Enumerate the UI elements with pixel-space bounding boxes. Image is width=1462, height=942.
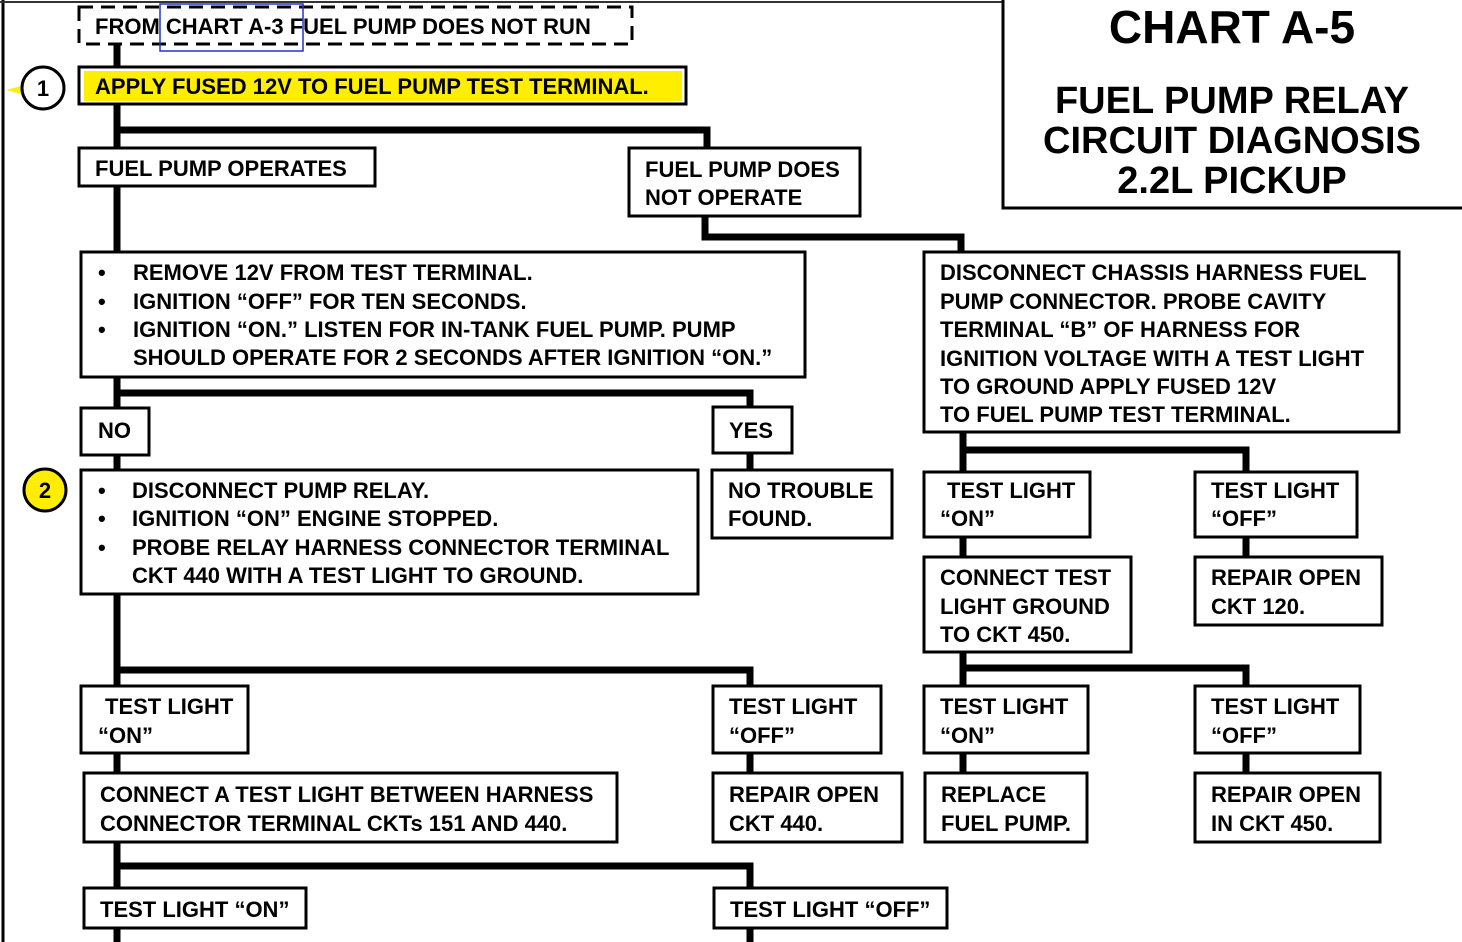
from-chart-a3-node: FROM CHART A-3 FUEL PUMP DOES NOT RUN — [77, 3, 634, 52]
step-2-node: • DISCONNECT PUMP RELAY. • IGNITION “ON”… — [79, 468, 700, 596]
node-text: “ON” — [98, 723, 153, 748]
node-text: NO TROUBLE — [728, 478, 873, 503]
step-1-highlight — [84, 71, 682, 101]
bullet: • — [98, 317, 106, 342]
repair-open-ckt-440-node: REPAIR OPEN CKT 440. — [711, 771, 904, 844]
node-text: FUEL PUMP. — [941, 811, 1071, 836]
node-text: TO FUEL PUMP TEST TERMINAL. — [940, 402, 1291, 427]
node-text: TERMINAL “B” OF HARNESS FOR — [940, 317, 1300, 342]
node-text: YES — [729, 418, 773, 443]
fuel-pump-operates-node: FUEL PUMP OPERATES — [77, 146, 377, 188]
bullet: • — [98, 506, 106, 531]
node-text: REPAIR OPEN — [729, 782, 879, 807]
node-text: SHOULD OPERATE FOR 2 SECONDS AFTER IGNIT… — [133, 345, 772, 370]
replace-fuel-pump-node: REPLACE FUEL PUMP. — [923, 771, 1089, 844]
test-light-on-node-r1: TEST LIGHT “ON” — [922, 470, 1092, 539]
node-text: TEST LIGHT — [1211, 478, 1340, 503]
bottom-test-light-on-node: TEST LIGHT “ON” — [82, 886, 308, 930]
no-node: NO — [79, 406, 151, 457]
repair-open-ckt-120-node: REPAIR OPEN CKT 120. — [1193, 555, 1384, 627]
node-text: CKT 120. — [1211, 594, 1305, 619]
node-text: IGNITION “ON.” LISTEN FOR IN-TANK FUEL P… — [133, 317, 736, 342]
node-text: TO GROUND APPLY FUSED 12V — [940, 374, 1277, 399]
node-text: “OFF” — [1211, 723, 1277, 748]
bullet: • — [98, 289, 106, 314]
ignition-check-node: • REMOVE 12V FROM TEST TERMINAL. • IGNIT… — [79, 250, 807, 379]
test-light-off-node-r1: TEST LIGHT “OFF” — [1193, 470, 1359, 539]
step-1-label: APPLY FUSED 12V TO FUEL PUMP TEST TERMIN… — [95, 74, 649, 99]
node-text: FOUND. — [728, 506, 812, 531]
bullet: • — [98, 260, 106, 285]
node-text: TEST LIGHT “ON” — [100, 897, 289, 922]
node-text: TEST LIGHT “OFF” — [730, 897, 930, 922]
title-line-1: FUEL PUMP RELAY — [1055, 80, 1409, 122]
node-text: “ON” — [940, 723, 995, 748]
node-text: “OFF” — [1211, 506, 1277, 531]
node-text: CONNECT A TEST LIGHT BETWEEN HARNESS — [100, 782, 593, 807]
repair-open-ckt-450-node: REPAIR OPEN IN CKT 450. — [1193, 771, 1382, 844]
step-1-marker: 1 — [6, 65, 66, 111]
no-trouble-found-node: NO TROUBLE FOUND. — [710, 468, 894, 540]
node-text: TEST LIGHT — [1211, 694, 1340, 719]
chart-id: CHART A-5 — [1109, 1, 1355, 53]
node-text: 2 — [39, 478, 51, 503]
node-text: FUEL PUMP OPERATES — [95, 156, 347, 181]
node-text: REPAIR OPEN — [1211, 565, 1361, 590]
connect-test-light-ground-node: CONNECT TEST LIGHT GROUND TO CKT 450. — [922, 555, 1133, 654]
title-block: CHART A-5 FUEL PUMP RELAY CIRCUIT DIAGNO… — [1001, 0, 1462, 210]
node-text: REPAIR OPEN — [1211, 782, 1361, 807]
node-text: CONNECTOR TERMINAL CKTs 151 AND 440. — [100, 811, 567, 836]
yes-node: YES — [711, 405, 794, 455]
title-line-3: 2.2L PICKUP — [1117, 160, 1346, 202]
node-text: NOT OPERATE — [645, 185, 802, 210]
node-text: TEST LIGHT — [940, 694, 1069, 719]
node-text: CKT 440. — [729, 811, 823, 836]
node-text: CKT 440 WITH A TEST LIGHT TO GROUND. — [132, 563, 583, 588]
selection-box — [159, 3, 304, 52]
node-text: PROBE RELAY HARNESS CONNECTOR TERMINAL — [132, 535, 669, 560]
from-chart-a3-label: FROM CHART A-3 FUEL PUMP DOES NOT RUN — [95, 14, 591, 39]
test-light-off-node-l: TEST LIGHT “OFF” — [711, 684, 883, 755]
node-text: DISCONNECT CHASSIS HARNESS FUEL — [940, 260, 1367, 285]
node-text: TEST LIGHT — [105, 694, 234, 719]
node-text: CONNECT TEST — [940, 565, 1112, 590]
node-text: TO CKT 450. — [940, 622, 1070, 647]
connector-lines — [113, 40, 1250, 942]
step-1-node: APPLY FUSED 12V TO FUEL PUMP TEST TERMIN… — [77, 65, 688, 106]
node-text: “ON” — [940, 506, 995, 531]
node-text: 1 — [37, 76, 49, 101]
step-2-marker: 2 — [22, 467, 68, 513]
bottom-test-light-off-node: TEST LIGHT “OFF” — [712, 886, 949, 930]
node-text: IGNITION “OFF” FOR TEN SECONDS. — [133, 289, 527, 314]
node-text: IN CKT 450. — [1211, 811, 1333, 836]
fuel-pump-not-operate-node: FUEL PUMP DOES NOT OPERATE — [627, 146, 862, 218]
node-text: REPLACE — [941, 782, 1046, 807]
node-text: LIGHT GROUND — [940, 594, 1110, 619]
test-light-on-node-r2: TEST LIGHT “ON” — [922, 684, 1090, 755]
node-text: TEST LIGHT — [947, 478, 1076, 503]
node-text: IGNITION “ON” ENGINE STOPPED. — [132, 506, 498, 531]
node-text: FUEL PUMP DOES — [645, 157, 840, 182]
node-text: DISCONNECT PUMP RELAY. — [132, 478, 429, 503]
node-text: REMOVE 12V FROM TEST TERMINAL. — [133, 260, 533, 285]
connect-harness-test-light-node: CONNECT A TEST LIGHT BETWEEN HARNESS CON… — [82, 771, 619, 844]
chassis-harness-node: DISCONNECT CHASSIS HARNESS FUEL PUMP CON… — [922, 250, 1401, 434]
node-text: NO — [98, 418, 131, 443]
bullet: • — [98, 478, 106, 503]
bullet: • — [98, 535, 106, 560]
test-light-off-node-r2: TEST LIGHT “OFF” — [1193, 684, 1362, 755]
node-text: “OFF” — [729, 723, 795, 748]
test-light-on-node-l: TEST LIGHT “ON” — [79, 684, 250, 755]
node-text: IGNITION VOLTAGE WITH A TEST LIGHT — [940, 346, 1365, 371]
title-line-2: CIRCUIT DIAGNOSIS — [1043, 120, 1421, 162]
node-text: PUMP CONNECTOR. PROBE CAVITY — [940, 289, 1327, 314]
node-text: TEST LIGHT — [729, 694, 858, 719]
